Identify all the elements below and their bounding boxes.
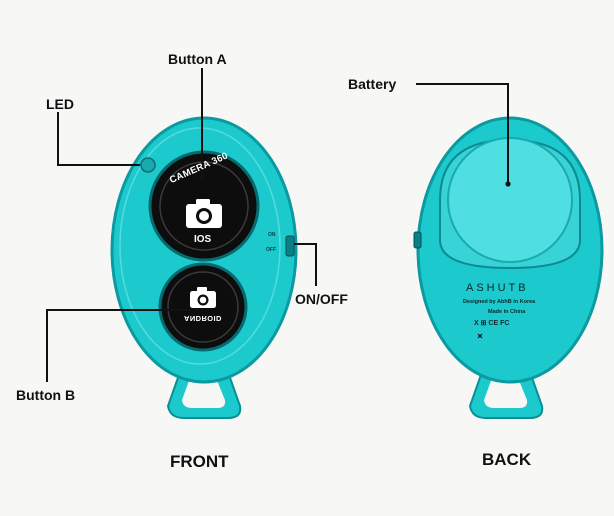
switch-on-text: ON (268, 232, 276, 238)
label-led: LED (46, 96, 74, 112)
switch-off-text: OFF (266, 247, 276, 253)
camera-icon (190, 287, 216, 308)
button-b-text: ANDROID (184, 314, 222, 323)
label-button-a: Button A (168, 51, 227, 67)
made-in-text: Made in China (488, 309, 526, 315)
led-indicator (140, 157, 156, 173)
battery-cover (447, 137, 573, 263)
label-on-off: ON/OFF (295, 291, 348, 307)
camera-icon (186, 199, 222, 228)
cert-marks: X ⊞ CE FC (474, 320, 510, 327)
on-off-switch (285, 235, 295, 257)
label-back: BACK (482, 450, 532, 469)
back-device (413, 116, 604, 419)
button-a-text-bottom: IOS (194, 234, 212, 245)
designed-by-text: Designed by AbhB in Korea (463, 299, 536, 305)
brand-logo: ASHUTB (466, 282, 529, 294)
leader-lines (46, 68, 509, 382)
label-front: FRONT (170, 452, 229, 471)
label-battery: Battery (348, 76, 397, 92)
label-button-b: Button B (16, 387, 76, 403)
front-device (110, 116, 298, 419)
